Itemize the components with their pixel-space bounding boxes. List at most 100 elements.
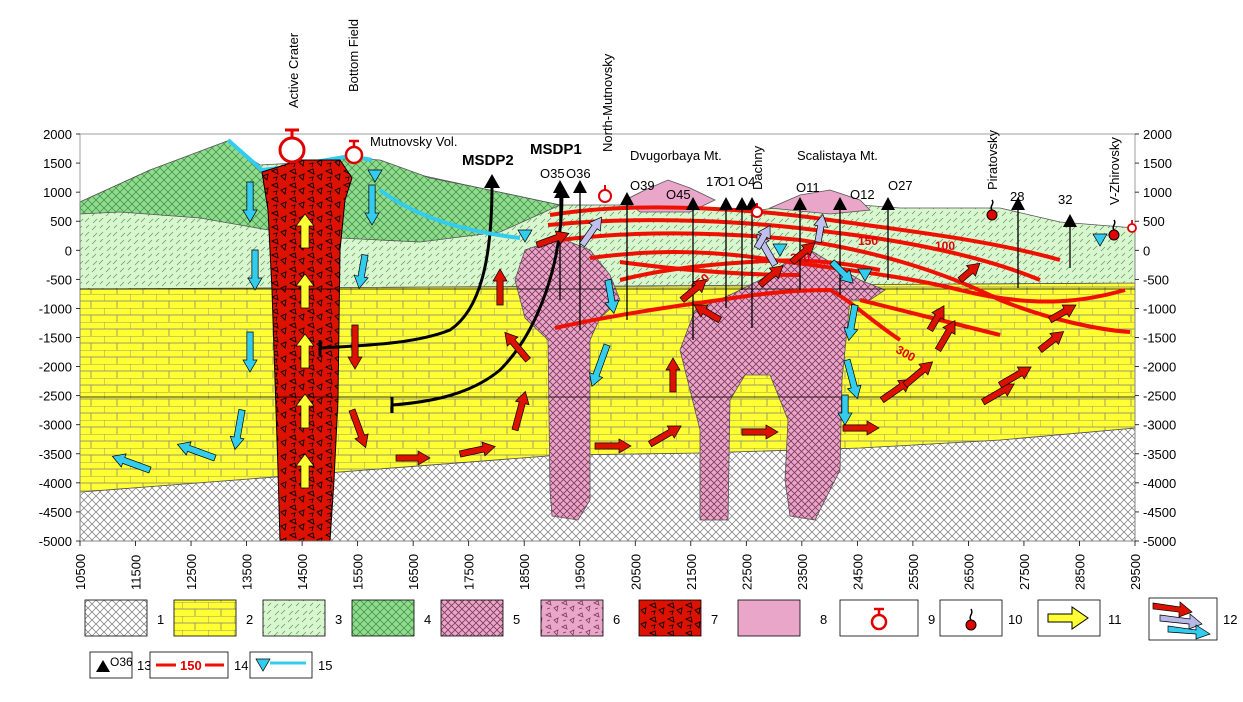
x-tick-label: 16500 [406,554,421,590]
y-tick-label: -2000 [39,360,72,375]
x-tick-label: 20500 [628,554,643,590]
msdp2-trajectory [319,184,494,350]
well-label: O12 [850,187,875,202]
flow-arrow [1037,331,1065,353]
north-mutnovsky-sign [598,185,612,203]
flow-arrow [295,273,315,309]
well-label: 28 [1010,189,1024,204]
legend-label: 9 [928,612,935,627]
y-tick-label: -3000 [1143,418,1176,433]
label-piratovsky: Piratovsky [985,130,1000,190]
x-tick-label: 24500 [850,554,865,590]
well-label: O36 [566,166,591,181]
flow-arrow [353,254,369,290]
flow-arrow [492,268,508,306]
y-tick-label: -1000 [1143,301,1176,316]
well-label: O27 [888,178,913,193]
flow-arrow [934,319,956,353]
x-tick-label: 23500 [795,554,810,590]
legend-label: 11 [1108,612,1122,627]
legend-label: 2 [246,612,253,627]
well-label: 32 [1058,192,1072,207]
legend-item-11: 11 [1037,599,1122,637]
v-zhirovsky-sign [1108,219,1120,241]
msdp1-trajectory [391,194,564,407]
flow-arrow [604,279,620,315]
flow-arrow [229,409,246,451]
flow-arrows [111,169,1108,489]
y-tick-label: 2000 [1143,127,1172,142]
legend-label: 6 [613,612,620,627]
flow-arrow [511,390,530,432]
legend-item-14: 150 14 [149,651,248,679]
y-axis-left: 2000150010005000-500-1000-1500-2000-2500… [39,127,80,549]
flow-arrow [242,181,258,223]
flow-arrow [957,262,981,283]
groundwater-marker [857,268,873,282]
flow-arrow [395,450,431,466]
flow-arrow [997,366,1032,389]
flow-arrow [295,453,315,489]
flow-arrow [535,230,570,249]
legend-item-15: 15 [249,651,332,679]
legend-item-13: O36 13 [89,651,151,679]
flow-arrow [679,278,708,303]
well-label: O35 [540,166,565,181]
label-v-zhirovsky: V-Zhirovsky [1107,137,1122,205]
flow-arrow [741,424,779,440]
legend-label: 15 [318,658,332,673]
y-tick-label: 0 [1143,243,1150,258]
site-labels: Active Crater Bottom Field North-Mutnovs… [286,19,1122,205]
flow-arrow [789,242,816,265]
y-tick-label: 1000 [43,185,72,200]
y-tick-label: -1000 [39,301,72,316]
well-label: O45 [666,187,691,202]
flow-arrow [693,304,723,324]
well-marker [881,197,895,210]
x-tick-label: 19500 [573,554,588,590]
flow-arrow [926,305,945,333]
flow-arrow [753,224,771,251]
flow-arrow [1047,304,1077,324]
x-tick-label: 10500 [73,554,88,590]
y-tick-label: -3500 [1143,447,1176,462]
flow-arrow [295,333,315,369]
y-tick-label: -4500 [39,505,72,520]
y-tick-label: 500 [1143,214,1165,229]
v-zhirovsky-sign-2 [1127,220,1137,233]
well-marker [620,192,634,205]
flow-arrow [843,358,862,400]
label-msdp1: MSDP1 [530,141,582,158]
x-tick-label: 27500 [1017,554,1032,590]
crater-sign [278,128,306,164]
flow-arrow [347,324,363,370]
y-tick-label: -2500 [39,389,72,404]
x-tick-label: 26500 [961,554,976,590]
well-marker [719,197,733,210]
legend-label: 5 [513,612,520,627]
legend-label: 1 [157,612,164,627]
legend-item-6: 6 [540,599,620,637]
flow-arrow [295,393,315,429]
legend: 1 2 3 4 5 6 7 8 [84,597,1237,679]
well-label: O11 [796,180,820,195]
isotherm-line [549,205,1061,262]
well-marker [833,197,847,210]
well-label: 17 [706,174,720,189]
label-mutnovsky-vol: Mutnovsky Vol. [370,134,457,149]
y-tick-label: -1500 [39,331,72,346]
well-marker [686,197,700,210]
msdp-boreholes [318,174,570,413]
flow-arrow [665,357,681,393]
label-msdp2: MSDP2 [462,152,514,169]
flow-arrow [589,343,611,387]
well-label: O1 [718,174,735,189]
legend-item-4: 4 [351,599,431,637]
isotherm-label: 150 [858,234,878,248]
flow-arrow [111,453,152,474]
isotherm-line [547,218,1041,282]
x-tick-label: 28500 [1072,554,1087,590]
